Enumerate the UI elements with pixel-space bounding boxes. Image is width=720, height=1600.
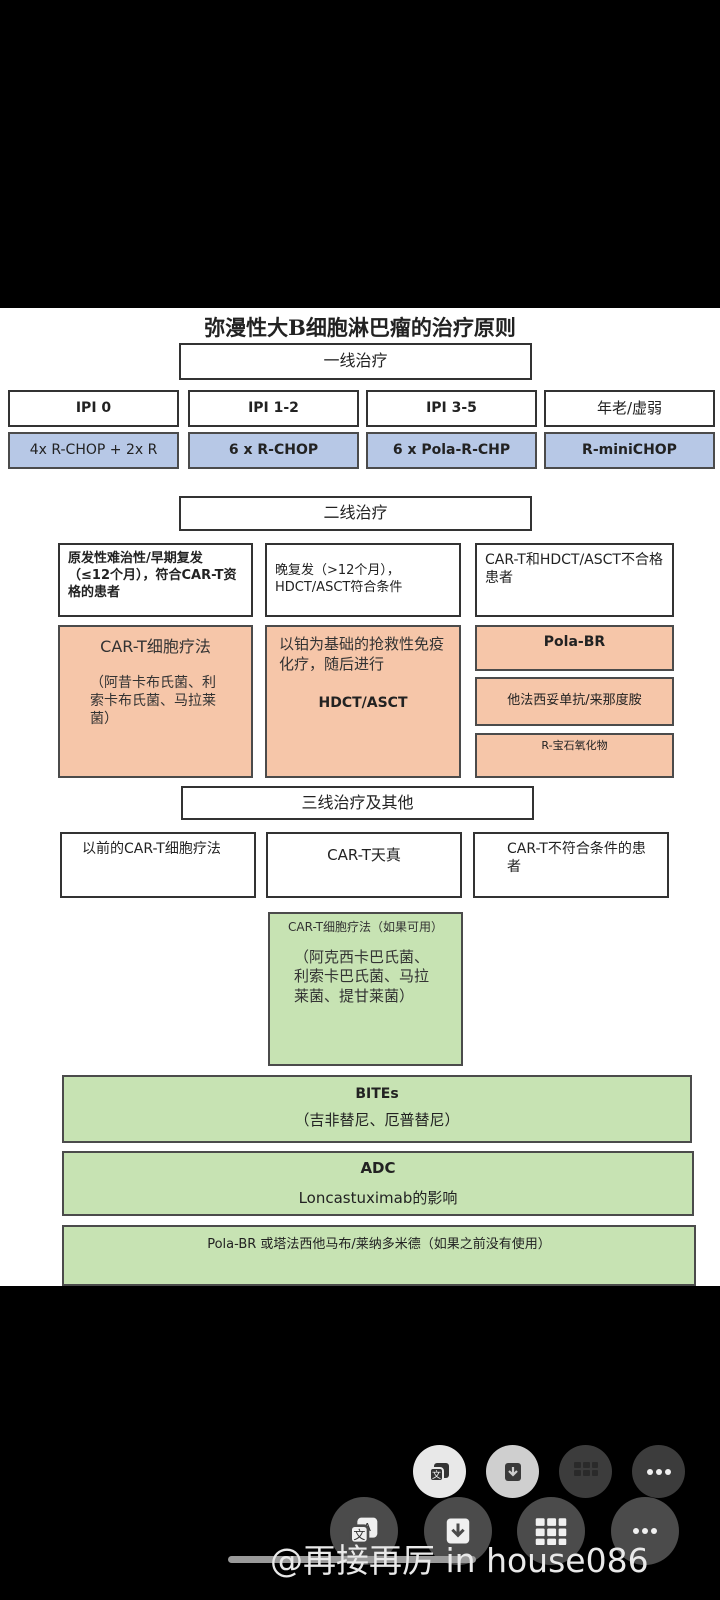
second-line-salvage-box: 以铂为基础的抢救性免疫化疗，随后进行 HDCT/ASCT: [265, 625, 461, 778]
ipi-1-2-box: IPI 1-2: [188, 390, 359, 427]
download-button-large[interactable]: [424, 1497, 492, 1565]
regimen-elderly: R-miniCHOP: [544, 432, 715, 469]
adc-detail: Loncastuximab的影响: [298, 1188, 458, 1207]
salvage-bold: HDCT/ASCT: [318, 695, 408, 711]
third-line-car-t-ineligible: CAR-T不符合条件的患者: [473, 832, 669, 898]
svg-text:文: 文: [353, 1527, 365, 1542]
ipi-0-box: IPI 0: [8, 390, 179, 427]
regimen-ipi-1-2: 6 x R-CHOP: [188, 432, 359, 469]
first-line-header: 一线治疗: [179, 343, 532, 380]
tafasitamab-box: 他法西妥单抗/来那度胺: [475, 677, 674, 726]
car-t-detail: （阿昔卡布氏菌、利索卡布氏菌、马拉莱菌）: [90, 674, 216, 728]
car-t-title: CAR-T细胞疗法: [100, 637, 211, 656]
translate-button-large[interactable]: A 文: [330, 1497, 398, 1565]
watermark: @再接再厉 in house086: [270, 1541, 649, 1580]
second-line-late-relapse-group: 晚复发（>12个月），HDCT/ASCT符合条件: [265, 543, 461, 617]
car-t-if-available: CAR-T细胞疗法（如果可用）: [288, 920, 443, 934]
pola-br-box: Pola-BR: [475, 625, 674, 671]
second-line-car-t-box: CAR-T细胞疗法 （阿昔卡布氏菌、利索卡布氏菌、马拉莱菌）: [58, 625, 253, 778]
bites-title: BITEs: [355, 1086, 399, 1102]
third-line-header: 三线治疗及其他: [181, 786, 534, 820]
translate-button[interactable]: 文: [413, 1445, 466, 1498]
regimen-ipi-0: 4x R-CHOP + 2x R: [8, 432, 179, 469]
slide-image: 弥漫性大B细胞淋巴瘤的治疗原则 一线治疗 IPI 0 IPI 1-2 IPI 3…: [0, 308, 720, 1286]
other-options-box: Pola-BR 或塔法西他马布/莱纳多米德（如果之前没有使用）: [62, 1225, 696, 1286]
second-line-ineligible-group: CAR-T和HDCT/ASCT不合格患者: [475, 543, 674, 617]
more-icon: [646, 1468, 671, 1475]
more-icon: [633, 1528, 657, 1534]
car-t-third-detail: （阿克西卡巴氏菌、利索卡巴氏菌、马拉莱菌、提甘莱菌）: [294, 947, 430, 1005]
translate-icon: 文: [428, 1462, 449, 1482]
home-indicator[interactable]: [228, 1556, 476, 1563]
grid-button[interactable]: [559, 1445, 612, 1498]
more-button[interactable]: [632, 1445, 685, 1498]
third-line-car-t-naive: CAR-T天真: [266, 832, 462, 898]
second-line-early-relapse-group: 原发性难治性/早期复发（≤12个月），符合CAR-T资格的患者: [58, 543, 253, 617]
second-line-header: 二线治疗: [179, 496, 532, 531]
ipi-3-5-box: IPI 3-5: [366, 390, 537, 427]
grid-button-large[interactable]: [517, 1497, 585, 1565]
regimen-ipi-3-5: 6 x Pola-R-CHP: [366, 432, 537, 469]
translate-icon: A 文: [349, 1517, 378, 1545]
more-button-large[interactable]: [611, 1497, 679, 1565]
third-line-prior-car-t: 以前的CAR-T细胞疗法: [60, 832, 256, 898]
grid-icon: [535, 1518, 567, 1545]
bites-detail: （吉非替尼、厄普替尼）: [294, 1111, 460, 1130]
grid-icon: [573, 1461, 598, 1476]
download-icon: [504, 1462, 521, 1481]
download-icon: [446, 1518, 470, 1544]
salvage-text: 以铂为基础的抢救性免疫化疗，随后进行: [279, 635, 445, 673]
page-title: 弥漫性大B细胞淋巴瘤的治疗原则: [204, 315, 516, 340]
download-button[interactable]: [486, 1445, 539, 1498]
r-gemox-box: R-宝石氧化物: [475, 733, 674, 778]
elderly-box: 年老/虚弱: [544, 390, 715, 427]
adc-box: ADC Loncastuximab的影响: [62, 1151, 694, 1216]
bites-box: BITEs （吉非替尼、厄普替尼）: [62, 1075, 692, 1143]
svg-text:文: 文: [431, 1469, 440, 1481]
third-line-car-t-box: CAR-T细胞疗法（如果可用） （阿克西卡巴氏菌、利索卡巴氏菌、马拉莱菌、提甘莱…: [268, 912, 463, 1066]
adc-title: ADC: [360, 1159, 396, 1177]
